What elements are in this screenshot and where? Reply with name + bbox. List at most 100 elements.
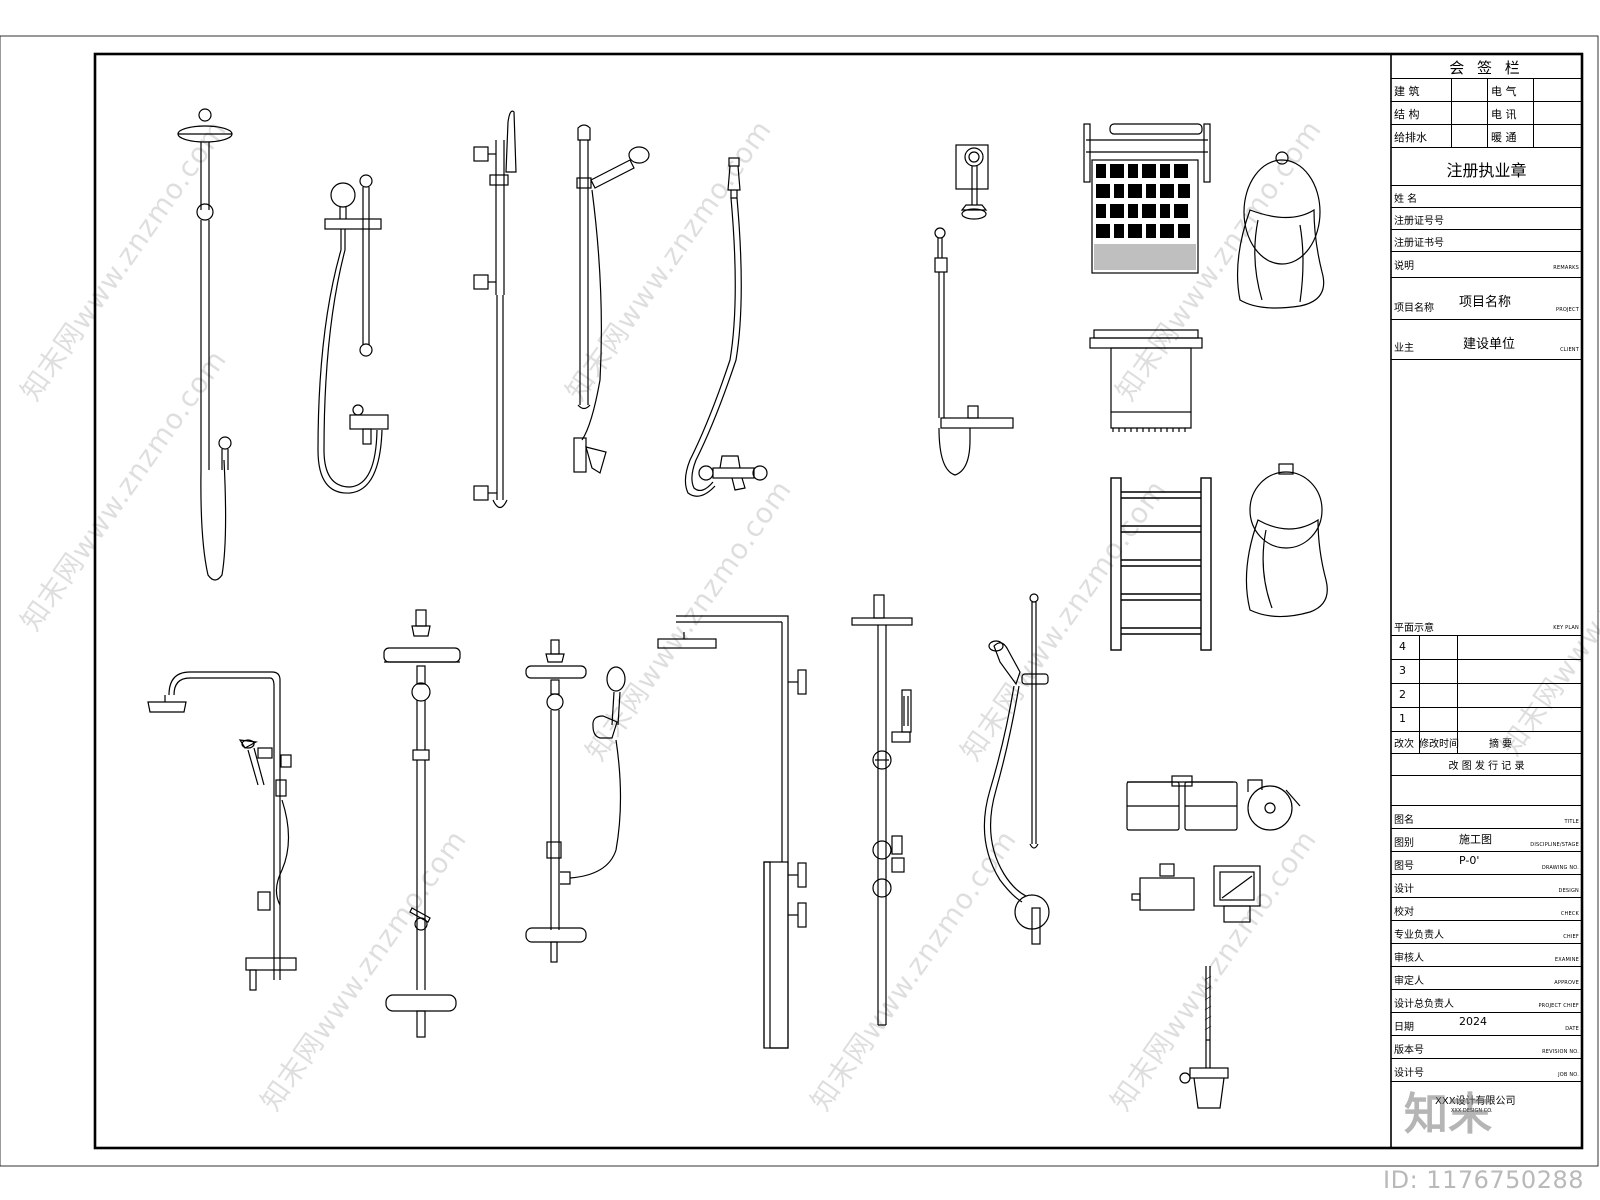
cs-electrical: 电 气 — [1491, 85, 1517, 98]
keyplan-area: 平面示意 KEY PLAN — [1391, 359, 1582, 636]
owner-en: CLIENT — [1560, 347, 1579, 353]
countersign-row-1: 建 筑 电 气 — [1391, 78, 1582, 102]
brush-bristles — [1204, 975, 1212, 1031]
slide-bar-4 — [573, 124, 650, 474]
cs-hvac: 暖 通 — [1491, 131, 1517, 144]
revision-num: 2 — [1399, 688, 1406, 701]
info-value: 2024 — [1459, 1015, 1487, 1028]
info-label: 日期 — [1394, 1022, 1414, 1033]
revision-num: 1 — [1399, 712, 1406, 725]
remarks-en: REMARKS — [1553, 265, 1579, 271]
info-label: 设计总负责人 — [1394, 999, 1454, 1010]
remarks-row: 说明 REMARKS — [1391, 251, 1582, 278]
revision-caption: 改 图 发 行 记 录 — [1448, 761, 1525, 772]
keyplan-label: 平面示意 — [1394, 623, 1434, 634]
info-row: 专业负责人 CHIEF — [1391, 920, 1582, 944]
owner-value: 建设单位 — [1463, 337, 1516, 352]
project-en: PROJECT — [1555, 307, 1579, 313]
revision-row-3: 3 — [1391, 659, 1582, 684]
countersign-row-2: 结 构 电 讯 — [1391, 101, 1582, 125]
info-row: 审核人 EXAMINE — [1391, 943, 1582, 967]
slide-bar-6 — [983, 593, 1050, 945]
stamp-name-label: 姓 名 — [1394, 194, 1418, 205]
info-label: 图名 — [1394, 815, 1414, 826]
info-en: DATE — [1565, 1026, 1579, 1032]
info-label: 校对 — [1394, 907, 1414, 918]
stamp-cert-label: 注册证书号 — [1394, 238, 1444, 249]
toilet-roll-holder — [1247, 779, 1301, 831]
company-name: XXX设计有限公司 — [1435, 1096, 1516, 1107]
info-en: TITLE — [1564, 819, 1579, 825]
towel-pattern — [1094, 164, 1196, 270]
info-en: APPROVE — [1554, 980, 1579, 986]
slide-bar-3 — [473, 110, 517, 509]
revision-num: 3 — [1399, 664, 1406, 677]
countersign-title: 会 签 栏 — [1449, 59, 1524, 77]
revision-row-2: 2 — [1391, 683, 1582, 708]
info-label: 图号 — [1394, 861, 1414, 872]
countersign-header: 会 签 栏 — [1391, 54, 1582, 79]
info-row: 校对 CHECK — [1391, 897, 1582, 921]
owner-row: 业主 建设单位 CLIENT — [1391, 319, 1582, 360]
revision-header: 改次 修改时间 摘 要 — [1391, 731, 1582, 754]
project-label: 项目名称 — [1394, 303, 1434, 314]
shower-set-3 — [525, 639, 626, 963]
info-en: REVISION NO. — [1542, 1049, 1579, 1055]
info-row: 版本号 REVISION NO. — [1391, 1035, 1582, 1059]
inner-frame — [93, 52, 1584, 1150]
company-en: XXX DESIGN CO. — [1451, 1108, 1493, 1114]
info-en: CHECK — [1560, 911, 1579, 917]
thermostatic-shower-1 — [147, 671, 297, 991]
info-en: DESIGN — [1558, 888, 1579, 894]
hose-mixer-5 — [684, 157, 768, 497]
revision-num: 4 — [1399, 640, 1406, 653]
info-value: 施工图 — [1459, 833, 1492, 846]
remarks-label: 说明 — [1394, 261, 1414, 272]
stamp-reg-label: 注册证号号 — [1394, 216, 1444, 227]
info-en: PROJECT CHIEF — [1538, 1003, 1579, 1009]
rev-header-desc: 摘 要 — [1489, 739, 1513, 750]
stamp-name-row: 姓 名 — [1391, 185, 1582, 208]
rev-header-time: 修改时间 — [1419, 739, 1459, 750]
info-label: 设计号 — [1394, 1068, 1424, 1079]
outer-frame — [0, 35, 1599, 1167]
logo-watermark: 知末 — [1404, 1089, 1492, 1140]
slim-column-5 — [851, 594, 913, 1026]
stamp-header: 注册执业章 — [1391, 147, 1582, 186]
countersign-row-3: 给排水 暖 通 — [1391, 124, 1582, 148]
info-label: 专业负责人 — [1394, 930, 1444, 941]
info-row: 设计号 JOB NO. — [1391, 1058, 1582, 1082]
image-id-tag: ID: 1176750288 — [1383, 1166, 1584, 1194]
cs-telecom: 电 讯 — [1491, 108, 1517, 121]
owner-label: 业主 — [1394, 343, 1414, 354]
stamp-cert-row: 注册证书号 — [1391, 229, 1582, 252]
towel-ring-1 — [1236, 151, 1325, 309]
cs-architecture: 建 筑 — [1394, 85, 1420, 98]
rain-shower-set-2 — [383, 609, 461, 1038]
cs-structure: 结 构 — [1394, 108, 1420, 121]
info-en: DISCIPLINE/STAGE — [1530, 842, 1579, 848]
towel-shelf-1 — [1083, 123, 1211, 274]
info-label: 图别 — [1394, 838, 1414, 849]
info-label: 版本号 — [1394, 1045, 1424, 1056]
info-value: P-0' — [1459, 854, 1480, 867]
double-basket — [1126, 775, 1238, 831]
info-row: 图名 TITLE — [1391, 805, 1582, 829]
info-en: JOB NO. — [1558, 1072, 1579, 1078]
info-en: EXAMINE — [1554, 957, 1579, 963]
project-row: 项目名称 项目名称 PROJECT — [1391, 277, 1582, 320]
towel-bar-2 — [1089, 329, 1203, 432]
wall-shower-6 — [934, 144, 1014, 476]
info-label: 审核人 — [1394, 953, 1424, 964]
project-value: 项目名称 — [1459, 295, 1512, 310]
stamp-title: 注册执业章 — [1446, 161, 1527, 180]
revision-row-4: 4 — [1391, 635, 1582, 660]
info-en: CHIEF — [1563, 934, 1579, 940]
paper-holder — [1213, 865, 1261, 923]
company-area: XXX设计有限公司 XXX DESIGN CO. — [1391, 1080, 1582, 1148]
ladder-towel-rack — [1110, 477, 1212, 651]
